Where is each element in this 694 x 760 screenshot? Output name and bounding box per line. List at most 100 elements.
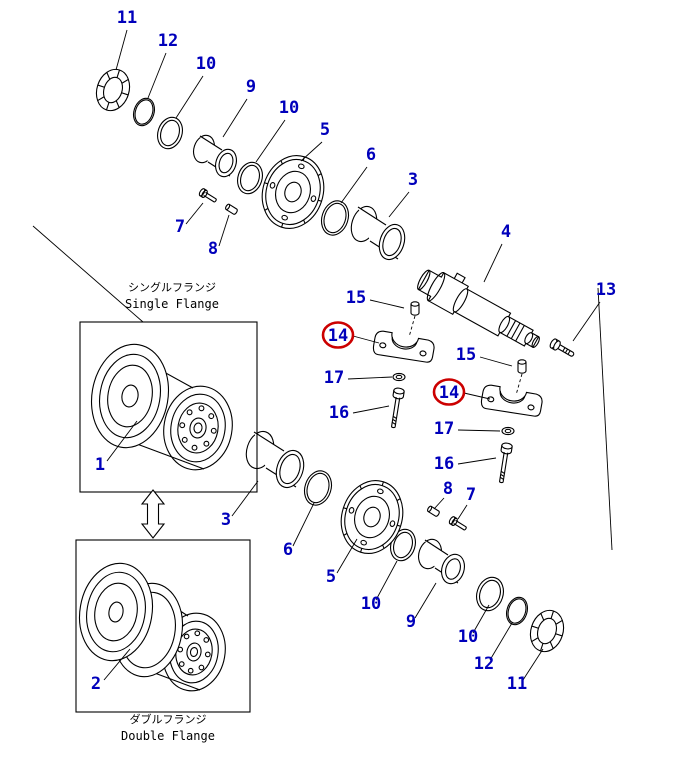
single-flange-caption-jp: シングルフランジ bbox=[128, 280, 216, 294]
single-flange-box bbox=[79, 321, 258, 493]
part-7-bolt-bottom bbox=[448, 516, 467, 531]
part-16-bolt-right bbox=[499, 442, 513, 484]
part-4-shaft bbox=[417, 269, 540, 348]
part-5-retainer-top bbox=[261, 155, 325, 229]
callout-14-17: 14 bbox=[439, 383, 459, 403]
callout-10-4: 10 bbox=[279, 98, 299, 118]
callout-12-29: 12 bbox=[474, 654, 494, 674]
callout-1-20: 1 bbox=[95, 455, 105, 475]
callout-14-13: 14 bbox=[328, 326, 348, 346]
part-11-bearing-top bbox=[95, 68, 131, 112]
leader-line-10-28 bbox=[472, 604, 490, 634]
callout-17-14: 17 bbox=[324, 368, 344, 388]
part-16-bolt-left bbox=[391, 387, 405, 429]
callout-9-27: 9 bbox=[406, 612, 416, 632]
leader-line-5-5 bbox=[300, 141, 323, 162]
leader-line-17-18 bbox=[457, 429, 501, 432]
part-3-bushing-top bbox=[350, 205, 406, 261]
highlight-circle-14-13 bbox=[321, 321, 355, 349]
callout-15-12: 15 bbox=[346, 288, 366, 308]
leader-line-7-26 bbox=[457, 504, 468, 520]
leader-line-16-19 bbox=[457, 457, 497, 465]
leader-line-11-30 bbox=[522, 648, 544, 681]
leader-line-13-9 bbox=[572, 301, 601, 342]
part-12-seal-top bbox=[133, 97, 155, 127]
callout-10-28: 10 bbox=[458, 627, 478, 647]
leader-line-8-11 bbox=[218, 214, 230, 247]
assembly-axis-left bbox=[408, 315, 416, 338]
part-6-oring-bottom bbox=[303, 470, 333, 506]
callout-7-10: 7 bbox=[175, 217, 185, 237]
leader-line-16-15 bbox=[352, 405, 390, 414]
part-6-oring-top bbox=[320, 200, 350, 236]
callout-5-5: 5 bbox=[320, 120, 330, 140]
leader-line-6-22 bbox=[292, 502, 315, 547]
callout-10-2: 10 bbox=[196, 54, 216, 74]
leader-lines bbox=[103, 29, 601, 681]
part-14-bracket-right bbox=[480, 384, 543, 417]
leader-line-14-13 bbox=[352, 335, 380, 344]
callout-5-23: 5 bbox=[326, 567, 336, 587]
part-8-pin-top bbox=[225, 203, 238, 215]
leader-line-10-2 bbox=[175, 75, 204, 119]
callout-11-30: 11 bbox=[507, 674, 527, 694]
part-9-collar-bottom bbox=[418, 538, 465, 585]
double-flange-caption-en: Double Flange bbox=[121, 729, 215, 743]
double-flange-box bbox=[75, 539, 251, 713]
part-11-bearing-bottom bbox=[529, 609, 565, 653]
callout-7-26: 7 bbox=[466, 485, 476, 505]
leader-line-15-16 bbox=[479, 356, 513, 367]
part-10-ring-bottom-b bbox=[476, 576, 504, 612]
leader-line-2-31 bbox=[103, 648, 131, 681]
leader-line-5-23 bbox=[336, 538, 358, 574]
boundary-lines bbox=[32, 225, 613, 551]
callout-10-24: 10 bbox=[361, 594, 381, 614]
callout-6-22: 6 bbox=[283, 540, 293, 560]
interchange-arrow bbox=[140, 489, 166, 539]
part-5-retainer-bottom bbox=[340, 480, 404, 554]
callout-16-19: 16 bbox=[434, 454, 454, 474]
roller-single-flange bbox=[90, 343, 233, 471]
part-10-ring-top-b bbox=[237, 161, 263, 195]
part-12-seal-bottom bbox=[506, 596, 528, 626]
part-15-pin-right bbox=[517, 359, 527, 374]
part-8-pin-bottom bbox=[427, 505, 440, 517]
callout-3-21: 3 bbox=[221, 510, 231, 530]
part-9-collar-top bbox=[193, 134, 237, 178]
callout-6-6: 6 bbox=[366, 145, 376, 165]
leader-line-14-17 bbox=[463, 392, 491, 400]
callout-12-1: 12 bbox=[158, 31, 178, 51]
part-3-bushing-bottom bbox=[245, 430, 305, 489]
leader-line-7-10 bbox=[185, 202, 204, 225]
part-17-washer-left bbox=[392, 372, 406, 382]
callout-11-0: 11 bbox=[117, 8, 137, 28]
leader-line-15-12 bbox=[369, 299, 405, 309]
leader-line-4-8 bbox=[483, 243, 503, 283]
leader-line-9-27 bbox=[414, 582, 437, 619]
leader-line-12-29 bbox=[489, 622, 513, 661]
part-10-ring-top-a bbox=[157, 116, 183, 150]
single-flange-caption-en: Single Flange bbox=[125, 297, 219, 311]
roller-double-flange bbox=[78, 562, 226, 692]
leader-line-12-1 bbox=[147, 52, 167, 99]
callout-2-31: 2 bbox=[91, 674, 101, 694]
part-7-bolt-top bbox=[198, 188, 217, 203]
highlight-circle-14-17 bbox=[432, 378, 466, 406]
callout-9-3: 9 bbox=[246, 77, 256, 97]
callout-4-8: 4 bbox=[501, 222, 511, 242]
leader-line-8-25 bbox=[433, 497, 445, 510]
leader-line-11-0 bbox=[115, 29, 128, 71]
part-13-bolt bbox=[549, 338, 575, 357]
leader-line-1-20 bbox=[106, 420, 138, 462]
part-17-washer-right bbox=[501, 426, 515, 436]
callout-8-25: 8 bbox=[443, 479, 453, 499]
callout-3-7: 3 bbox=[408, 170, 418, 190]
leader-line-10-4 bbox=[255, 119, 286, 163]
double-flange-caption-jp: ダブルフランジ bbox=[130, 712, 207, 726]
callout-8-11: 8 bbox=[208, 239, 218, 259]
callout-17-18: 17 bbox=[434, 419, 454, 439]
leader-line-3-7 bbox=[388, 191, 410, 218]
leader-line-9-3 bbox=[222, 98, 248, 138]
